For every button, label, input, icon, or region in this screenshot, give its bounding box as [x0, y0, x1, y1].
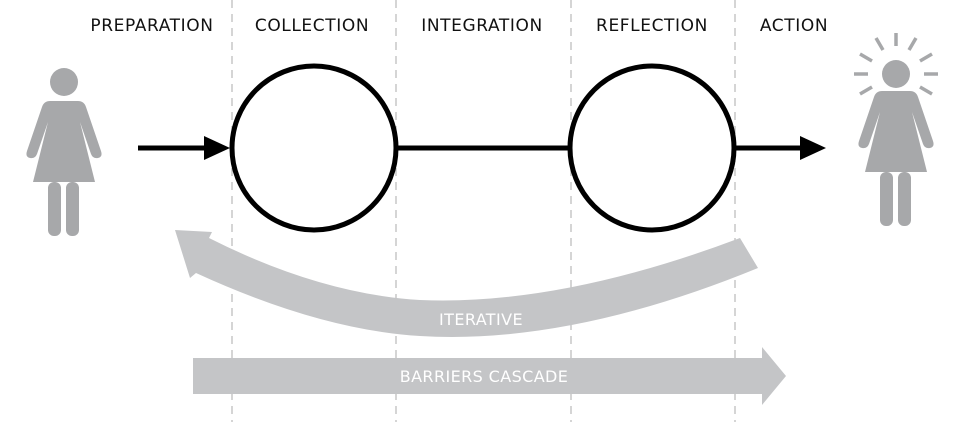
enlightened-person-icon	[854, 33, 938, 226]
stage-label-preparation: PREPARATION	[90, 16, 213, 36]
collection-node	[229, 63, 399, 233]
reflection-node	[567, 63, 737, 233]
stage-label-collection: COLLECTION	[255, 16, 369, 36]
stage-dividers	[231, 0, 736, 422]
iterative-arrow: ITERATIVE	[175, 230, 758, 337]
iterative-label: ITERATIVE	[439, 310, 523, 329]
stage-label-reflection: REFLECTION	[596, 16, 708, 36]
input-arrow	[138, 136, 230, 160]
person-icon	[26, 68, 102, 236]
barriers-cascade-label: BARRIERS CASCADE	[400, 367, 569, 386]
output-arrow	[734, 136, 826, 160]
rays-icon	[854, 33, 938, 96]
stage-label-action: ACTION	[760, 16, 828, 36]
stage-label-integration: INTEGRATION	[421, 16, 543, 36]
barriers-cascade-arrow: BARRIERS CASCADE	[193, 347, 786, 405]
